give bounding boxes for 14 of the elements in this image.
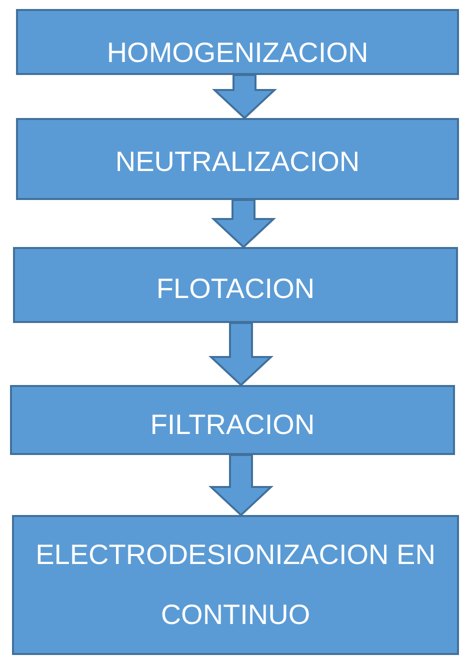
process-box	[10, 385, 455, 455]
block-arrow	[210, 199, 276, 248]
step-label: NEUTRALIZACION	[115, 145, 360, 179]
block-arrow	[208, 322, 274, 386]
step-label: ELECTRODESIONIZACION EN CONTINUO	[36, 538, 436, 632]
step-label: HOMOGENIZACION	[106, 36, 368, 70]
process-box	[16, 118, 459, 200]
block-arrow	[208, 454, 274, 516]
step-label: FLOTACION	[156, 272, 315, 306]
step-label: FILTRACION	[150, 408, 315, 442]
process-box	[16, 9, 459, 75]
process-box	[13, 247, 458, 323]
block-arrow	[212, 74, 278, 120]
process-box	[12, 515, 459, 655]
